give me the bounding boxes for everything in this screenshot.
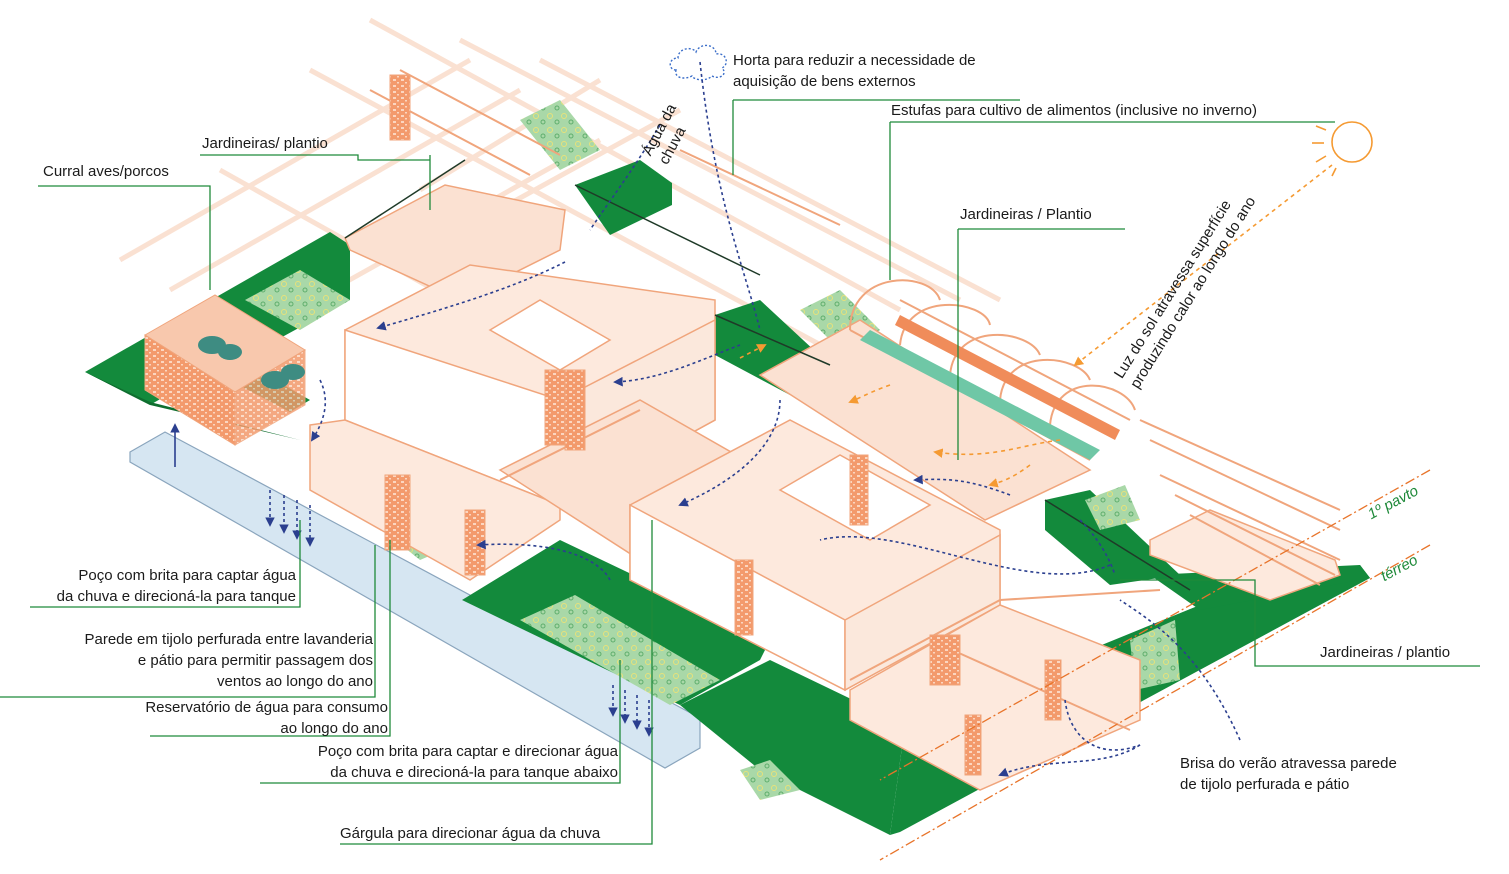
brick-columns bbox=[384, 74, 1062, 776]
label-curral: Curral aves/porcos bbox=[43, 163, 169, 180]
cloud-icon bbox=[669, 44, 727, 81]
house-volumes bbox=[309, 184, 1341, 791]
leader-lines bbox=[0, 99, 1480, 845]
label-horta: Horta para reduzir a necessidade de aqui… bbox=[733, 52, 976, 90]
water-reservoir bbox=[129, 431, 701, 769]
label-jardineiras-right: Jardineiras / plantio bbox=[1320, 644, 1451, 661]
corral bbox=[144, 294, 306, 446]
label-estufas: Estufas para cultivo de alimentos (inclu… bbox=[891, 102, 1258, 119]
label-brisa: Brisa do verão atravessa parede de tijol… bbox=[1180, 755, 1397, 793]
greenhouse bbox=[849, 279, 1136, 461]
label-reservatorio: Reservatório de água para consumo ao lon… bbox=[145, 699, 388, 737]
label-jardineiras-top: Jardineiras/ plantio bbox=[202, 135, 328, 152]
sun-rays bbox=[739, 164, 1333, 488]
label-poco-brita-2: Poço com brita para captar e direcionar … bbox=[317, 743, 618, 781]
garden-beds bbox=[245, 100, 1180, 800]
label-gargula: Gárgula para direcionar água da chuva bbox=[340, 825, 601, 842]
level-lines bbox=[879, 469, 1431, 861]
animal-icon bbox=[198, 336, 305, 389]
label-parede-tijolo: Parede em tijolo perfurada entre lavande… bbox=[84, 631, 373, 690]
wind-arrows bbox=[265, 61, 1241, 777]
label-jardineiras-mid: Jardineiras / Plantio bbox=[960, 206, 1092, 223]
label-poco-brita-1: Poço com brita para captar água da chuva… bbox=[56, 567, 296, 605]
dark-railings bbox=[344, 159, 1191, 591]
stairs bbox=[1139, 419, 1341, 586]
sun-icon bbox=[1312, 121, 1373, 177]
